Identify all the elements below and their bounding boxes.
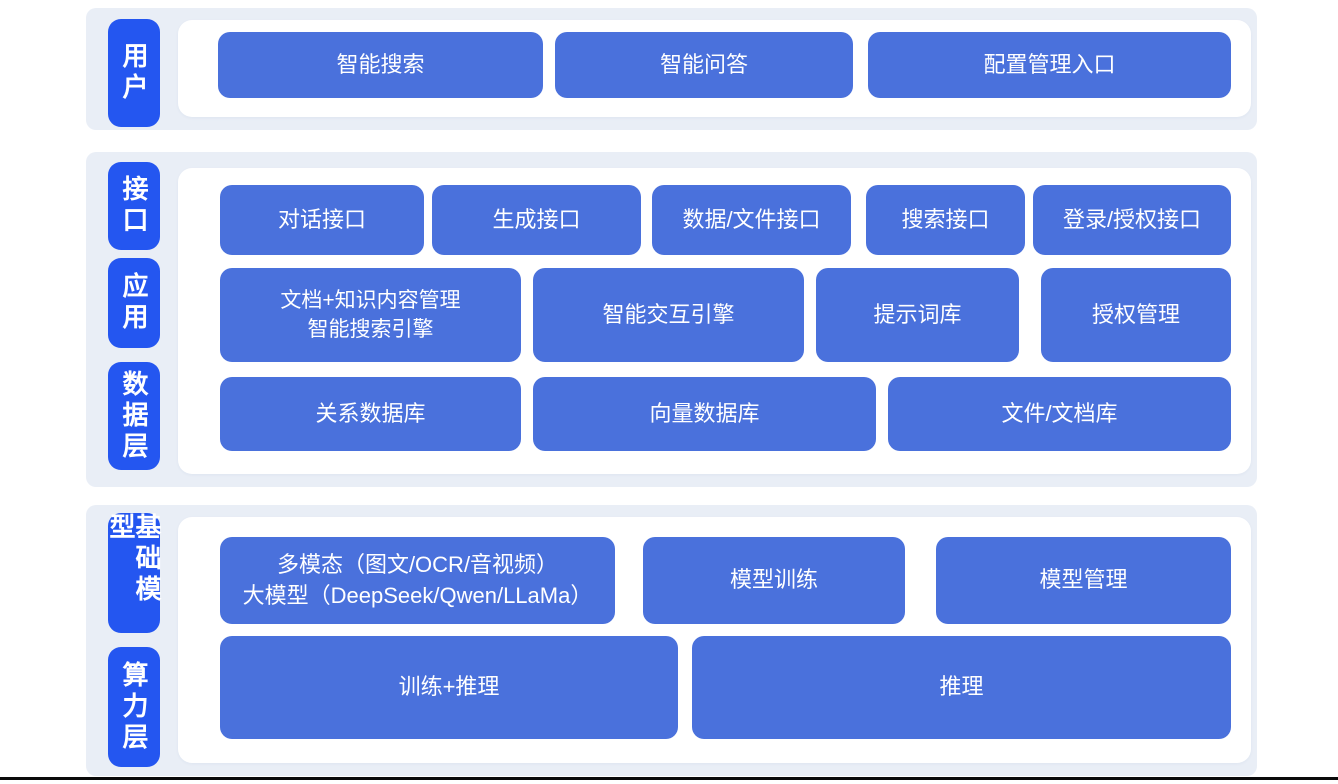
node-relational-db-label: 关系数据库 — [315, 400, 426, 426]
node-prompt-library: 提示词库 — [816, 268, 1019, 362]
node-login-auth-api: 登录/授权接口 — [1033, 185, 1231, 255]
node-search-api-label: 搜索接口 — [901, 206, 990, 232]
node-data-file-api: 数据/文件接口 — [652, 185, 851, 255]
node-doc-knowledge-search-engine: 文档+知识内容管理 智能搜索引擎 — [220, 268, 521, 362]
node-vector-db: 向量数据库 — [533, 377, 876, 451]
node-file-doc-store: 文件/文档库 — [888, 377, 1231, 451]
node-interaction-engine-label: 智能交互引擎 — [602, 301, 735, 327]
node-smart-qa: 智能问答 — [555, 32, 853, 98]
node-config-entry-label: 配置管理入口 — [983, 51, 1116, 77]
layer-label-user-text: 用户 — [119, 42, 149, 104]
layer-label-compute-text: 算力层 — [119, 660, 149, 754]
node-prompt-library-label: 提示词库 — [873, 301, 962, 327]
node-model-management: 模型管理 — [936, 537, 1231, 624]
node-config-entry: 配置管理入口 — [868, 32, 1231, 98]
node-model-training: 模型训练 — [643, 537, 905, 624]
layer-label-user: 用户 — [108, 19, 160, 127]
node-inference-label: 推理 — [939, 674, 984, 700]
node-dialog-api: 对话接口 — [220, 185, 424, 255]
layer-label-interface: 接口 — [108, 162, 160, 250]
node-generation-api: 生成接口 — [432, 185, 641, 255]
layer-label-data: 数据层 — [108, 362, 160, 470]
layer-label-application-text: 应用 — [119, 272, 149, 334]
node-data-file-api-label: 数据/文件接口 — [682, 206, 821, 232]
node-smart-search-label: 智能搜索 — [336, 51, 425, 77]
node-training-inference: 训练+推理 — [220, 636, 678, 739]
node-auth-management-label: 授权管理 — [1091, 301, 1180, 327]
node-multimodal-llm-line2: 大模型（DeepSeek/Qwen/LLaMa） — [242, 582, 593, 608]
layer-label-application: 应用 — [108, 258, 160, 348]
bottom-rule — [0, 777, 1338, 780]
node-dialog-api-label: 对话接口 — [277, 206, 366, 232]
node-multimodal-llm: 多模态（图文/OCR/音视频） 大模型（DeepSeek/Qwen/LLaMa） — [220, 537, 615, 624]
node-multimodal-llm-line1: 多模态（图文/OCR/音视频） — [276, 551, 559, 577]
node-relational-db: 关系数据库 — [220, 377, 521, 451]
node-file-doc-store-label: 文件/文档库 — [1001, 400, 1118, 426]
node-interaction-engine: 智能交互引擎 — [533, 268, 804, 362]
node-auth-management: 授权管理 — [1041, 268, 1231, 362]
node-vector-db-label: 向量数据库 — [649, 400, 760, 426]
layer-label-foundation-model: 基础模型 — [106, 513, 162, 633]
node-smart-qa-label: 智能问答 — [659, 51, 748, 77]
node-smart-search: 智能搜索 — [218, 32, 543, 98]
node-training-inference-label: 训练+推理 — [398, 674, 500, 700]
node-login-auth-api-label: 登录/授权接口 — [1062, 206, 1202, 232]
layer-label-compute: 算力层 — [108, 647, 160, 767]
node-doc-knowledge-line1: 文档+知识内容管理 — [280, 288, 461, 312]
node-model-management-label: 模型管理 — [1039, 567, 1128, 593]
node-model-training-label: 模型训练 — [729, 567, 818, 593]
node-search-api: 搜索接口 — [866, 185, 1025, 255]
node-doc-knowledge-line2: 智能搜索引擎 — [307, 318, 434, 341]
layer-label-interface-text: 接口 — [119, 175, 149, 237]
layer-label-foundation-model-text: 基础模型 — [106, 513, 162, 606]
node-inference: 推理 — [692, 636, 1231, 739]
layer-label-data-text: 数据层 — [119, 369, 149, 463]
node-generation-api-label: 生成接口 — [492, 206, 581, 232]
